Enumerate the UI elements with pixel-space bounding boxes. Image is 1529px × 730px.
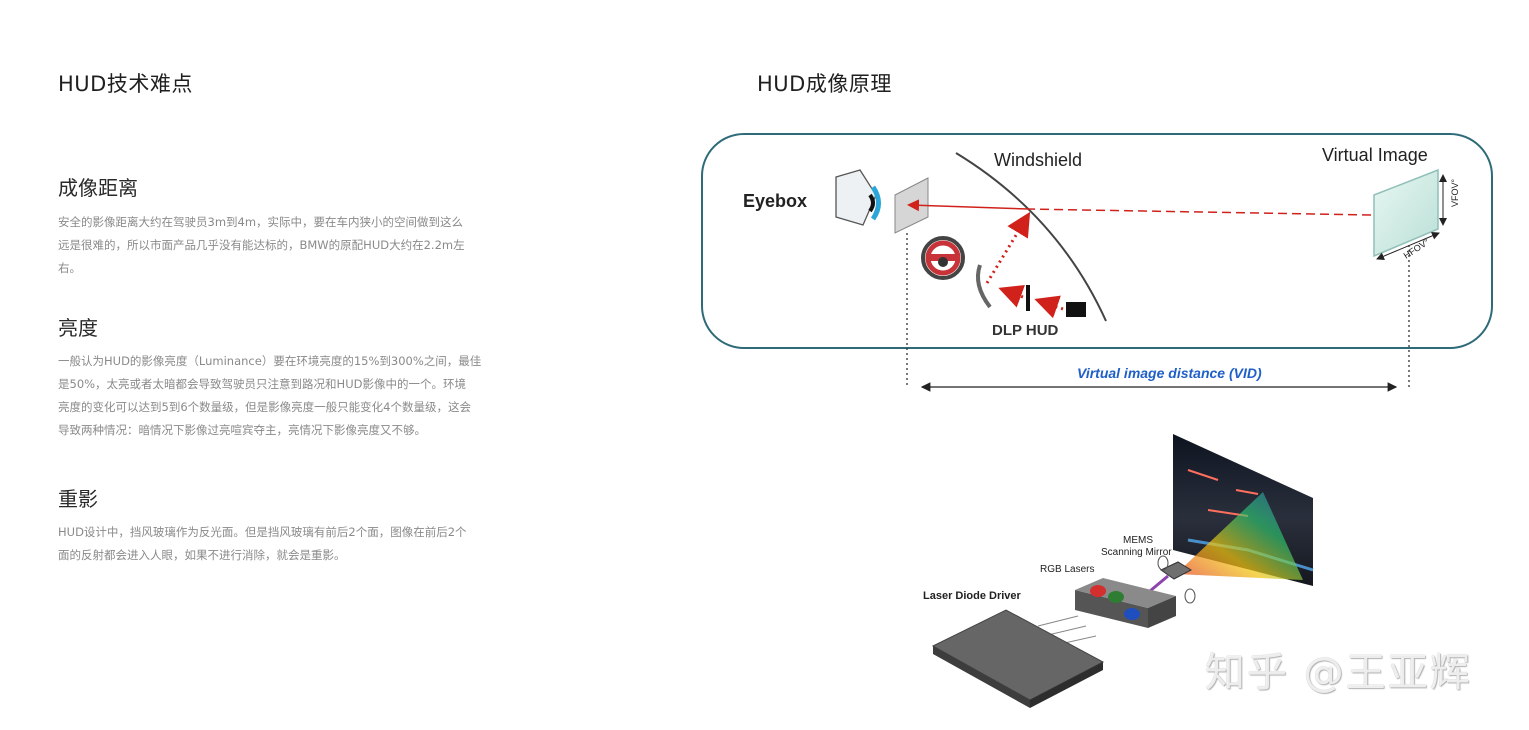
projector-source [1066, 302, 1086, 317]
mems-label-line1: MEMS [1123, 535, 1153, 546]
text-line: 右。 [58, 261, 81, 275]
text-line: 亮度的变化可以达到5到6个数量级，但是影像亮度一般只能变化4个数量级，这会 [58, 400, 471, 414]
dlp-hud-label: DLP HUD [992, 322, 1059, 339]
hud-principle-diagram: Windshield Eyebox DLP HUD Virtual Image … [701, 133, 1493, 392]
section-heading-imaging-distance: 成像距离 [58, 176, 138, 200]
mirror-axis-icon [1184, 588, 1196, 604]
section-text-brightness: 一般认为HUD的影像亮度（Luminance）要在环境亮度的15%到300%之间… [58, 350, 528, 442]
section-text-ghosting: HUD设计中，挡风玻璃作为反光面。但是挡风玻璃有前后2个面，图像在前后2个 面的… [58, 521, 528, 567]
text-line: 是50%，太亮或者太暗都会导致驾驶员只注意到路况和HUD影像中的一个。环境 [58, 377, 466, 391]
section-heading-ghosting: 重影 [58, 487, 98, 511]
mirror-axis-icon [1157, 555, 1169, 571]
green-laser-icon [1108, 591, 1124, 603]
right-title: HUD成像原理 [757, 72, 892, 96]
red-laser-icon [1090, 585, 1106, 597]
text-line: 面的反射都会进入人眼，如果不进行消除，就会是重影。 [58, 548, 346, 562]
projector-lens [1026, 285, 1030, 311]
board-edge [1030, 662, 1103, 708]
eye-icon [835, 169, 881, 226]
text-line: HUD设计中，挡风玻璃作为反光面。但是挡风玻璃有前后2个面，图像在前后2个 [58, 525, 467, 539]
steering-wheel-icon [921, 236, 965, 280]
hfov-arrow [1376, 232, 1440, 260]
rgb-module-side [1148, 596, 1176, 628]
vfov-label: VFOV° [1450, 178, 1460, 207]
wire [1047, 625, 1087, 636]
board-edge [933, 646, 1030, 708]
light-path-3 [985, 211, 1031, 284]
laser-driver-label: Laser Diode Driver [923, 590, 1022, 602]
left-title: HUD技术难点 [58, 72, 193, 96]
rgb-lasers-label: RGB Lasers [1040, 564, 1094, 575]
text-line: 一般认为HUD的影像亮度（Luminance）要在环境亮度的15%到300%之间… [58, 354, 482, 368]
eyebox-label: Eyebox [743, 191, 807, 211]
light-path-1 [1034, 295, 1064, 319]
vid-label: Virtual image distance (VID) [1077, 365, 1262, 381]
mems-label-line2: Scanning Mirror [1101, 547, 1172, 558]
windshield-label: Windshield [994, 150, 1082, 170]
laser-beam [1149, 574, 1169, 593]
section-heading-brightness: 亮度 [58, 316, 98, 340]
section-text-imaging-distance: 安全的影像距离大约在驾驶员3m到4m，实际中，要在车内狭小的空间做到这么 远是很… [58, 211, 528, 280]
windshield-curve [955, 152, 1107, 322]
watermark: 知乎 @王亚辉 [1205, 650, 1472, 696]
combiner-mirror [976, 264, 992, 309]
laser-driver-board [931, 609, 1105, 701]
text-line: 导致两种情况：暗情况下影像过亮喧宾夺主，亮情况下影像亮度又不够。 [58, 423, 426, 437]
text-line: 远是很难的，所以市面产品几乎没有能达标的，BMW的原配HUD大约在2.2m左 [58, 238, 465, 252]
diagram-frame [701, 133, 1493, 349]
laser-scanning-diagram: MEMS Scanning Mirror RGB Lasers Laser Di… [923, 434, 1314, 708]
sight-line-dashed [1027, 208, 1372, 216]
mems-mirror [1160, 561, 1193, 580]
sight-line-solid [907, 199, 1029, 212]
blue-laser-icon [1124, 608, 1140, 620]
text-line: 安全的影像距离大约在驾驶员3m到4m，实际中，要在车内狭小的空间做到这么 [58, 215, 464, 229]
wire [1037, 615, 1079, 627]
scanning-beam [1176, 492, 1303, 580]
light-path-2 [998, 284, 1026, 308]
virtual-image-label: Virtual Image [1322, 145, 1428, 165]
